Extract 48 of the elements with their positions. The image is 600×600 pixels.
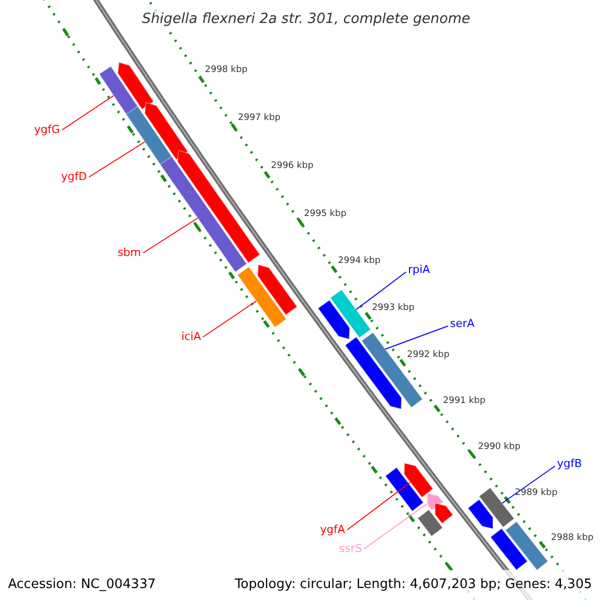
gene-segment xyxy=(404,462,434,498)
gene-segment xyxy=(330,289,372,338)
gene-label: serA xyxy=(450,316,475,332)
gene-label: sbm xyxy=(118,245,141,261)
gene-segment xyxy=(117,62,154,110)
gene-label: ygfB xyxy=(557,456,582,472)
leader-line xyxy=(356,272,406,310)
gene-segment xyxy=(504,520,549,571)
scale-label: 2994 kbp xyxy=(338,255,380,267)
gene-segment xyxy=(317,299,350,340)
gene-label: rpiA xyxy=(408,262,430,278)
scale-label: 2988 kbp xyxy=(551,532,594,544)
leader-line xyxy=(142,218,198,254)
footer-text: Accession: NC_004337 xyxy=(8,576,156,594)
leader-line xyxy=(384,326,448,350)
scale-label: 2991 kbp xyxy=(443,395,486,407)
gene-segment xyxy=(467,498,494,530)
gene-label: iciA xyxy=(181,329,201,345)
scale-label: 2990 kbp xyxy=(478,441,520,453)
gene-segment xyxy=(490,528,528,571)
scale-label: 2993 kbp xyxy=(372,302,414,314)
gene-segment xyxy=(257,264,298,316)
leader-line xyxy=(502,466,556,504)
gene-segment xyxy=(417,508,444,537)
gene-segment xyxy=(176,150,260,264)
gene-label: ssrS xyxy=(339,541,362,557)
gene-segment xyxy=(478,487,515,528)
leader-line xyxy=(346,482,411,530)
scale-label: 2998 kbp xyxy=(205,64,248,76)
gene-label: ygfG xyxy=(34,122,60,138)
scale-label: 2996 kbp xyxy=(271,160,314,172)
scale-label: 2989 kbp xyxy=(515,487,558,499)
gene-segment xyxy=(236,266,287,328)
gene-segment xyxy=(160,156,248,273)
footer-text: Topology: circular; Length: 4,607,203 bp; Genes: 4,305 xyxy=(234,576,592,594)
gene-segment xyxy=(434,502,454,524)
gene-segment xyxy=(344,336,402,410)
leader-line xyxy=(364,503,428,550)
gene-segment xyxy=(384,466,424,512)
scale-label: 2995 kbp xyxy=(304,208,346,220)
leader-line xyxy=(88,141,146,178)
gene-label: ygfD xyxy=(61,169,87,185)
leader-line xyxy=(62,95,114,130)
gene-label: ygfA xyxy=(320,522,345,538)
scale-label: 2997 kbp xyxy=(238,112,280,124)
leader-line xyxy=(202,300,257,338)
gene-segment xyxy=(144,102,188,160)
scale-label: 2992 kbp xyxy=(407,349,450,361)
